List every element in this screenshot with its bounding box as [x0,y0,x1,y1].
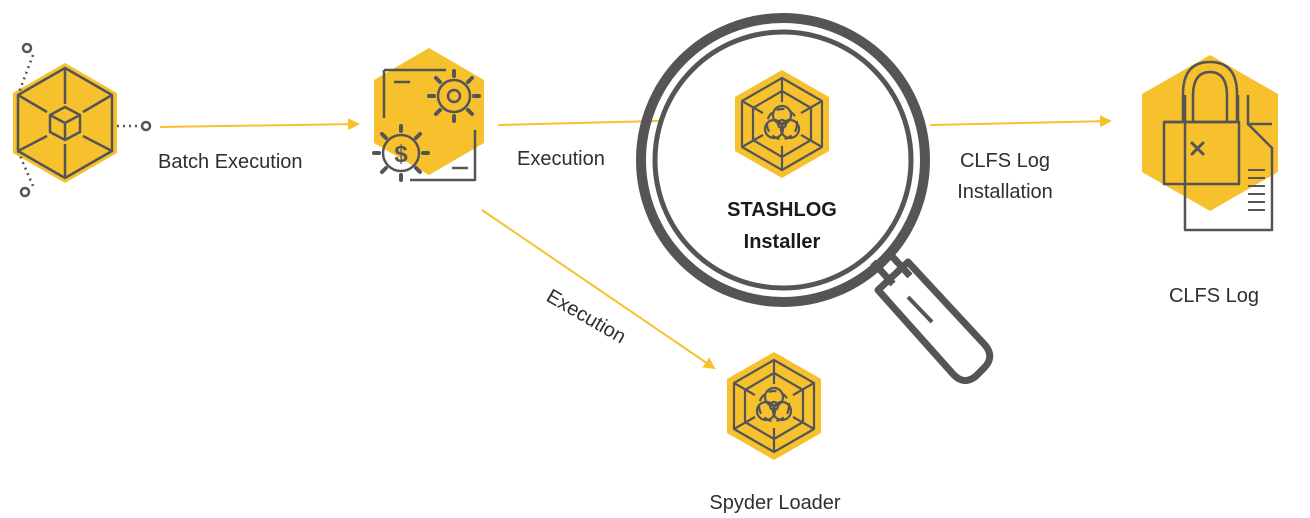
spyder-biohazard-icon [727,352,821,460]
arrow-clfs-installation [929,115,1112,128]
locked-file-icon [1142,55,1278,232]
arrow-batch-execution [159,118,360,131]
arrow-execution-diagonal [481,209,716,370]
clfs-installation-label-line1: CLFS Log [960,150,1050,172]
svg-text:$: $ [394,141,408,168]
clfs-installation-label-line2: Installation [957,181,1053,203]
execution-top-label: Execution [517,148,605,170]
gears-money-icon: $ [372,48,484,182]
stashlog-biohazard-icon [735,70,829,178]
batch-execution-label: Batch Execution [158,151,303,173]
stashlog-label-line2: Installer [744,231,821,253]
cube-network-icon [13,42,152,198]
spyder-loader-label: Spyder Loader [709,492,841,514]
stashlog-label-line1: STASHLOG [727,199,837,221]
execution-diagonal-label: Execution [543,285,630,348]
clfs-log-label: CLFS Log [1169,285,1259,307]
